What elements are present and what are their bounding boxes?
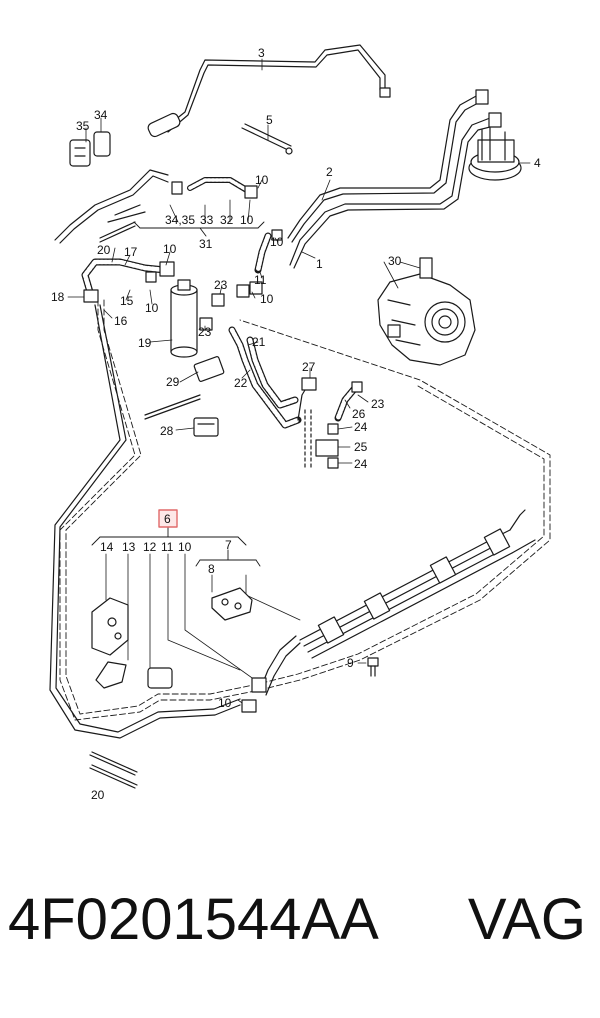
part-number: 4F0201544AA <box>8 887 379 952</box>
part-23-caps <box>199 284 250 331</box>
label-21: 21 <box>252 335 266 349</box>
part-12 <box>147 667 173 689</box>
hose-11 <box>249 229 283 295</box>
part-28 <box>193 417 219 437</box>
label-23-b: 23 <box>198 325 212 339</box>
label-12: 12 <box>143 540 157 554</box>
hose-21-22 <box>228 326 309 429</box>
label-35: 35 <box>76 119 90 133</box>
label-10-d: 10 <box>270 235 284 249</box>
part-29 <box>144 356 225 420</box>
pipes-left-long <box>49 304 241 739</box>
pipe-2 <box>287 94 486 243</box>
label-17: 17 <box>124 245 138 259</box>
label-19: 19 <box>138 336 152 350</box>
label-5: 5 <box>266 113 273 127</box>
part-25 <box>304 409 339 471</box>
label-6: 6 <box>164 512 171 526</box>
part-14-plate <box>91 597 129 656</box>
bracket-31 <box>133 221 265 237</box>
part-5-clip <box>241 123 293 155</box>
footer: 4F0201544AA VAG <box>0 880 600 990</box>
label-20-b: 20 <box>91 788 105 802</box>
label-32: 32 <box>220 213 234 227</box>
label-10-a: 10 <box>255 173 269 187</box>
label-25: 25 <box>354 440 368 454</box>
label-10-f: 10 <box>260 292 274 306</box>
part-8 <box>211 587 253 621</box>
label-23-a: 23 <box>214 278 228 292</box>
part-4-lid <box>468 127 522 181</box>
label-3: 3 <box>258 46 265 60</box>
label-16: 16 <box>114 314 128 328</box>
label-24-a: 24 <box>354 420 368 434</box>
label-27: 27 <box>302 360 316 374</box>
part-19-canister <box>170 279 198 358</box>
part-20-bottom <box>89 751 138 789</box>
label-28: 28 <box>160 424 174 438</box>
label-34: 34 <box>94 108 108 122</box>
pipe-bundle-left <box>54 169 169 244</box>
label-26: 26 <box>352 407 366 421</box>
parts-diagram: 3 34 35 5 2 4 10 34,35 33 32 10 31 20 17… <box>49 44 551 802</box>
label-31: 31 <box>199 237 213 251</box>
assembly-boundary <box>59 299 551 721</box>
label-11-a: 11 <box>254 273 267 287</box>
part-10-11-bottom <box>241 677 267 713</box>
label-33: 33 <box>200 213 214 227</box>
bundle-clips <box>317 528 511 644</box>
label-11-b: 11 <box>161 540 174 554</box>
bracket-6 <box>91 526 261 567</box>
label-23-c: 23 <box>371 397 385 411</box>
label-9: 9 <box>347 656 354 670</box>
pipe-1 <box>289 117 496 269</box>
leaders-6 <box>105 553 367 706</box>
label-34-35: 34,35 <box>165 213 195 227</box>
label-22: 22 <box>234 376 248 390</box>
leaders <box>67 58 531 464</box>
label-10-h: 10 <box>218 696 232 710</box>
hose-17 <box>81 258 175 303</box>
label-10-c: 10 <box>163 242 177 256</box>
fittings-top <box>475 89 502 128</box>
label-8: 8 <box>208 562 215 576</box>
label-10-e: 10 <box>145 301 159 315</box>
highlight-box-6 <box>158 509 178 528</box>
label-7: 7 <box>225 538 232 552</box>
label-13: 13 <box>122 540 136 554</box>
label-4: 4 <box>534 156 541 170</box>
brand-name: VAG <box>467 887 586 952</box>
label-2: 2 <box>326 165 333 179</box>
part-20-top <box>99 221 136 243</box>
label-15: 15 <box>120 294 134 308</box>
pipe-3 <box>147 44 391 138</box>
hose-33 <box>171 177 258 199</box>
label-24-b: 24 <box>354 457 368 471</box>
part-13 <box>95 661 127 689</box>
part-labels: 3 34 35 5 2 4 10 34,35 33 32 10 31 20 17… <box>51 46 541 802</box>
part-34-35 <box>69 131 111 167</box>
label-18: 18 <box>51 290 65 304</box>
label-30: 30 <box>388 254 402 268</box>
label-10-b: 10 <box>240 213 254 227</box>
part-9-bolt <box>367 657 379 677</box>
label-10-g: 10 <box>178 540 192 554</box>
part-30-pump <box>377 257 476 366</box>
label-29: 29 <box>166 375 180 389</box>
label-1: 1 <box>316 257 323 271</box>
label-20-a: 20 <box>97 243 111 257</box>
label-14: 14 <box>100 540 114 554</box>
part-27 <box>301 377 317 391</box>
